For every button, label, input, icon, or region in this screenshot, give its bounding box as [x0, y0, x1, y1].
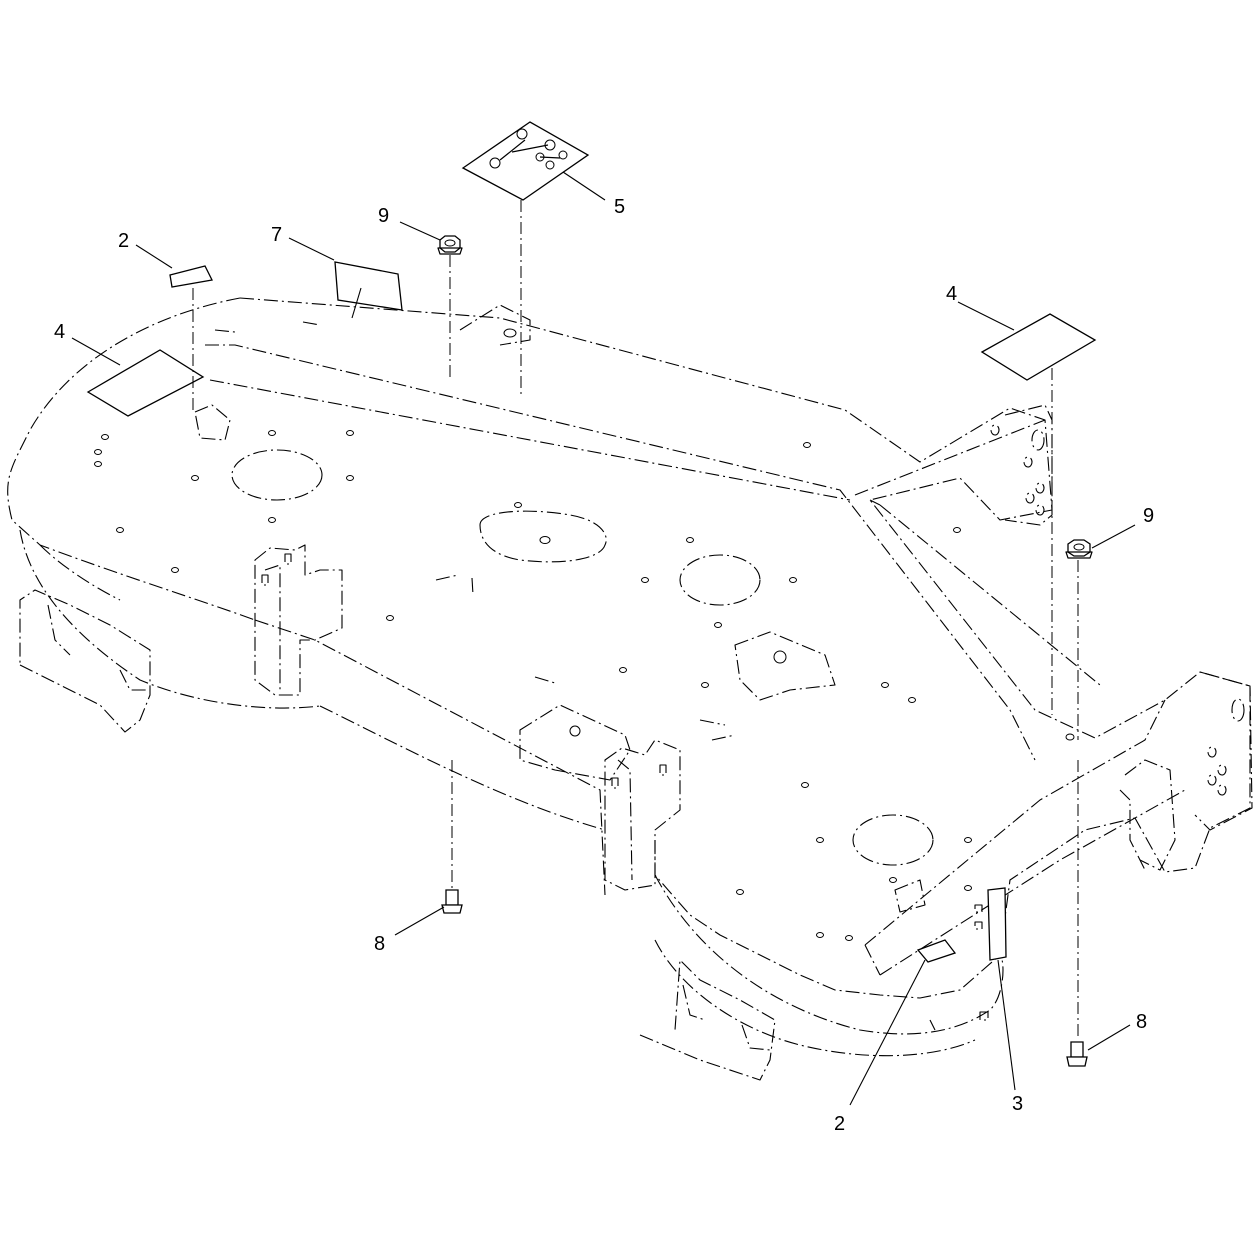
callout-4-right: 4 [946, 283, 957, 305]
rear-hitch-bracket [990, 404, 1053, 526]
decal-item-4-right [980, 313, 1097, 381]
callout-3: 3 [1012, 1093, 1023, 1115]
leader-lines [71, 171, 1136, 1106]
mower-deck-outline [7, 297, 1251, 1057]
flange-nut-right [1065, 539, 1093, 559]
callout-7: 7 [271, 224, 282, 246]
flange-nut-top [437, 235, 463, 255]
decal-item-2-top [169, 265, 213, 288]
deflector-right [639, 959, 776, 1081]
callout-5: 5 [614, 196, 625, 218]
decal-item-2-bottom [916, 939, 957, 963]
front-hitch-bracket [1119, 671, 1253, 871]
assembly-centerlines [192, 200, 1079, 1040]
front-left-post [254, 544, 343, 696]
decal-item-5-belt-routing [461, 121, 590, 201]
baffle-tabs [194, 304, 926, 913]
callout-9-right: 9 [1143, 505, 1154, 527]
deflector-left [19, 589, 151, 733]
callout-2-bottom: 2 [834, 1113, 845, 1135]
carriage-bolt-right [1066, 1041, 1088, 1067]
callout-9-top: 9 [378, 205, 389, 227]
decal-item-3 [987, 887, 1007, 961]
slot-marks [214, 321, 989, 1031]
callout-8-left: 8 [374, 933, 385, 955]
spindle-holes [231, 449, 934, 866]
front-center-post [604, 739, 681, 891]
callouts: 2 7 9 5 4 4 9 8 8 2 3 [54, 196, 1154, 1135]
bolt-holes [94, 328, 1075, 941]
callout-8-right: 8 [1136, 1011, 1147, 1033]
decal-item-7 [334, 261, 403, 311]
callout-4-left: 4 [54, 321, 65, 343]
callout-2-top: 2 [118, 230, 129, 252]
decal-item-4-left [86, 349, 205, 417]
carriage-bolt-left [441, 889, 463, 914]
